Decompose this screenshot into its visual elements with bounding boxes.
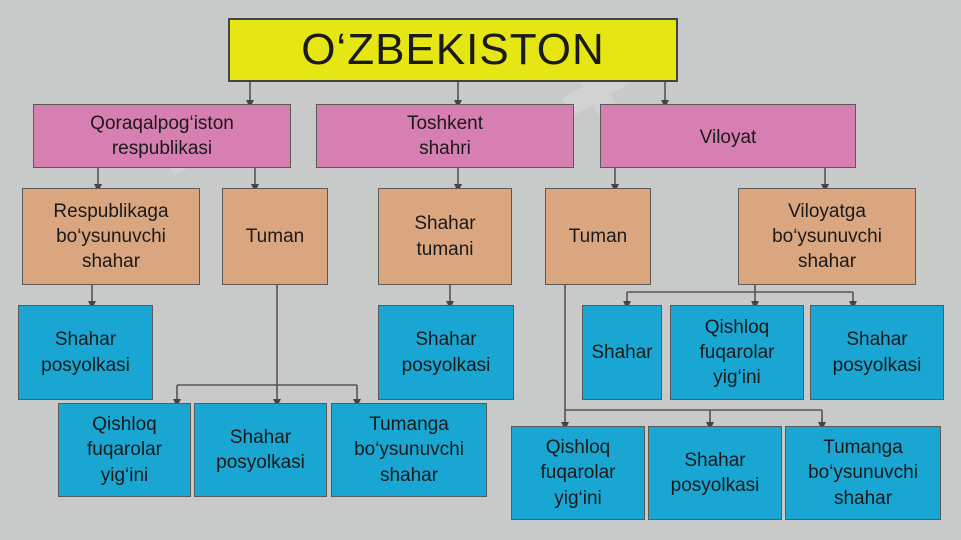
- node-shahar-tumani: Shahar tumani: [378, 188, 512, 285]
- node-shahar-posyolkasi-3: Shahar posyolkasi: [810, 305, 944, 400]
- node-qishloq-fuqarolar-yigini-2: Qishloq fuqarolar yig‘ini: [58, 403, 191, 497]
- node-shahar: Shahar: [582, 305, 662, 400]
- node-qoraqalpogiston: Qoraqalpog‘iston respublikasi: [33, 104, 291, 168]
- node-shahar-posyolkasi-5: Shahar posyolkasi: [648, 426, 782, 520]
- node-tuman-right: Tuman: [545, 188, 651, 285]
- node-shahar-posyolkasi-2: Shahar posyolkasi: [378, 305, 514, 400]
- node-viloyat: Viloyat: [600, 104, 856, 168]
- node-toshkent-shahri: Toshkent shahri: [316, 104, 574, 168]
- node-tumanga-boysunuvchi-shahar-2: Tumanga bo‘ysunuvchi shahar: [785, 426, 941, 520]
- node-shahar-posyolkasi-4: Shahar posyolkasi: [194, 403, 327, 497]
- node-qishloq-fuqarolar-yigini-1: Qishloq fuqarolar yig‘ini: [670, 305, 804, 400]
- root-box: O‘ZBEKISTON: [228, 18, 678, 82]
- node-respublikaga-boysunuvchi-shahar: Respublikaga bo‘ysunuvchi shahar: [22, 188, 200, 285]
- node-tuman-left: Tuman: [222, 188, 328, 285]
- node-qishloq-fuqarolar-yigini-3: Qishloq fuqarolar yig‘ini: [511, 426, 645, 520]
- node-viloyatga-boysunuvchi-shahar: Viloyatga bo‘ysunuvchi shahar: [738, 188, 916, 285]
- node-tumanga-boysunuvchi-shahar-1: Tumanga bo‘ysunuvchi shahar: [331, 403, 487, 497]
- node-shahar-posyolkasi-1: Shahar posyolkasi: [18, 305, 153, 400]
